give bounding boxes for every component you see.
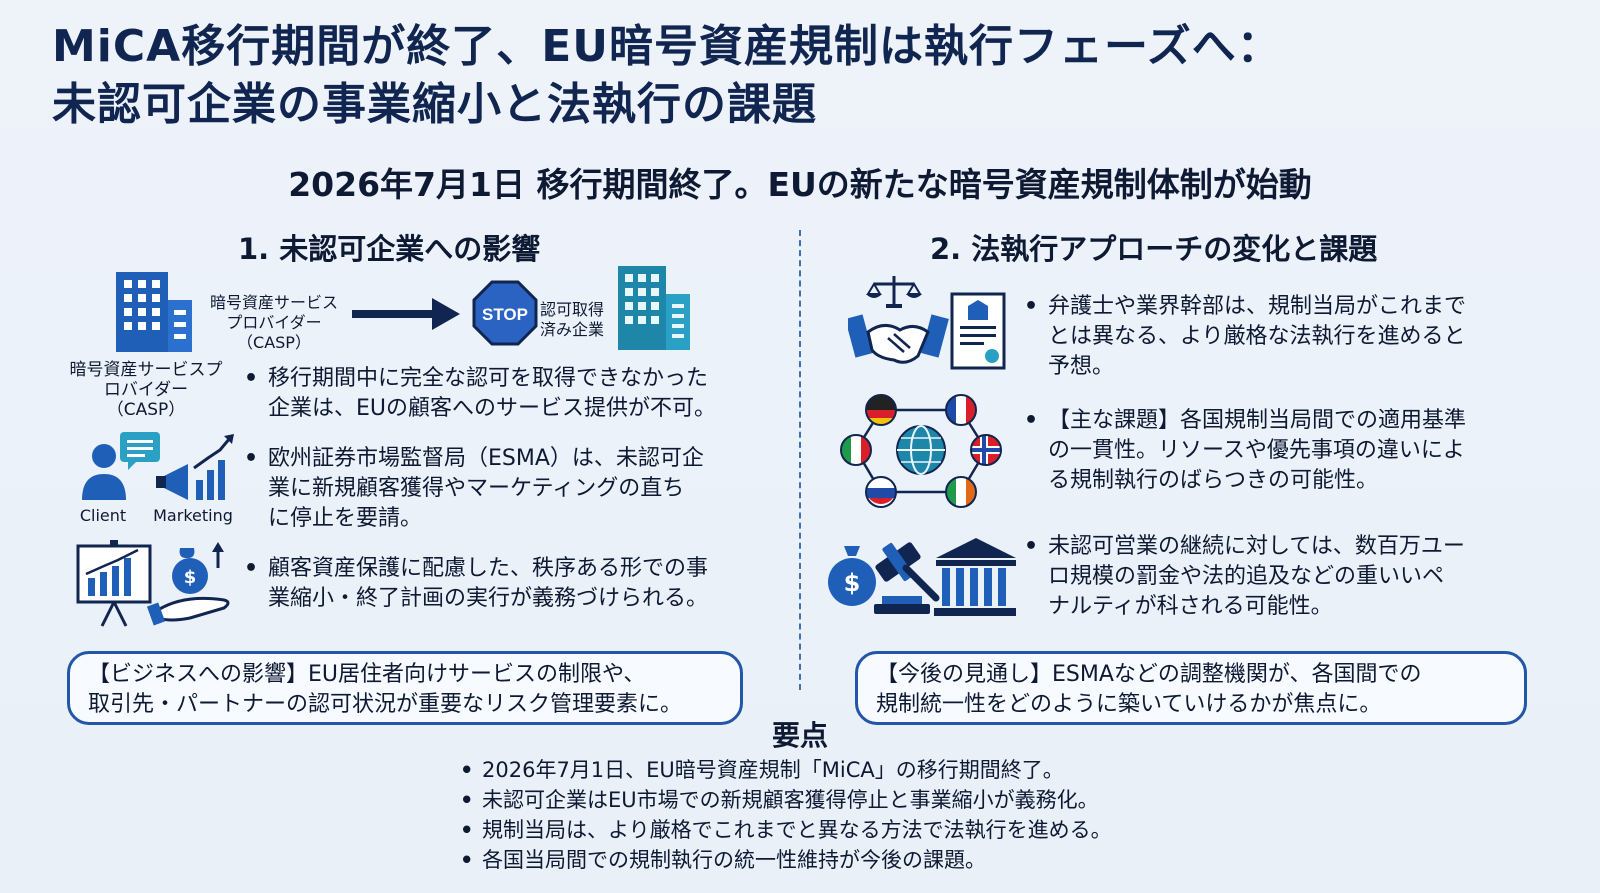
title-line-1: MiCA移行期間が終了、EU暗号資産規制は執行フェーズへ：	[52, 21, 1282, 72]
stop-text: STOP	[482, 305, 528, 324]
casp-flow-label: 暗号資産サービス プロバイダー （CASP）	[209, 293, 338, 352]
business-impact-callout: 【ビジネスへの影響】EU居住者向けサービスの制限や、 取引先・パートナーの認可状…	[67, 651, 743, 725]
licensed-building-icon	[618, 266, 690, 350]
page-title: MiCA移行期間が終了、EU暗号資産規制は執行フェーズへ： 未認可企業の事業縮小…	[52, 18, 1452, 134]
section-1-heading: 1. 未認可企業への影響	[238, 232, 541, 266]
title-line-2: 未認可企業の事業縮小と法執行の課題	[52, 79, 817, 130]
section-2-bullet-2: 【主な課題】各国規制当局間での適用基準 の一貫性。リソースや優先事項の違いによ …	[1024, 406, 1466, 496]
flag-france-icon	[945, 394, 977, 426]
arrow-right-icon	[352, 298, 460, 330]
marketing-label: Marketing	[153, 506, 233, 525]
building-icon	[116, 272, 192, 352]
courthouse-icon	[934, 538, 1016, 616]
svg-text:$: $	[844, 569, 861, 597]
section-2-bullet-1: 弁護士や業界幹部は、規制当局がこれまで とは異なる、より厳格な法執行を進めると …	[1024, 292, 1466, 382]
scales-icon	[866, 276, 922, 308]
money-hand-icon: $	[146, 542, 230, 626]
gavel-icon	[874, 542, 940, 614]
law-handshake-icons	[848, 276, 1006, 370]
plan-icons: $	[76, 540, 230, 627]
growth-chart-icon	[193, 434, 234, 500]
flag-russia-icon	[865, 476, 897, 508]
key-point-item: 各国当局間での規制執行の統一性維持が今後の課題。	[460, 845, 1112, 875]
key-point-item: 未認可企業はEU市場での新規顧客獲得停止と事業縮小が義務化。	[460, 785, 1112, 815]
flag-norway-icon	[970, 434, 1002, 466]
section-2-heading: 2. 法執行アプローチの変化と課題	[930, 232, 1378, 266]
section-1-bullet-3: 顧客資産保護に配慮した、秩序ある形での事 業縮小・終了計画の実行が義務づけられる…	[244, 554, 708, 614]
licensed-label: 認可取得 済み企業	[540, 300, 605, 339]
enforcement-icons: $	[828, 538, 1016, 616]
chat-bubble-icon	[120, 432, 160, 470]
key-point-item: 規制当局は、より厳格でこれまでと異なる方法で法執行を進める。	[460, 815, 1112, 845]
globe-icon	[896, 425, 946, 475]
stop-sign-icon: STOP	[472, 280, 538, 346]
section-divider	[799, 230, 801, 690]
key-point-item: 2026年7月1日、EU暗号資産規制「MiCA」の移行期間終了。	[460, 755, 1112, 785]
client-label: Client	[79, 506, 127, 525]
flag-germany-icon	[865, 394, 897, 426]
presentation-chart-icon	[76, 540, 152, 627]
client-icon	[82, 444, 126, 500]
handshake-icon	[848, 314, 949, 364]
key-points-list: 2026年7月1日、EU暗号資産規制「MiCA」の移行期間終了。 未認可企業はE…	[460, 755, 1112, 875]
client-marketing-icons	[82, 432, 234, 500]
svg-text:$: $	[184, 567, 197, 588]
casp-label: 暗号資産サービスプ ロバイダー （CASP）	[69, 360, 223, 420]
certificate-icon	[950, 292, 1006, 370]
flag-network-icon	[840, 394, 1002, 508]
flag-italy-icon	[840, 434, 872, 466]
flag-italy-2-icon	[945, 476, 977, 508]
money-bag-icon: $	[828, 546, 876, 606]
section-1-bullet-1: 移行期間中に完全な認可を取得できなかった 企業は、EUの顧客へのサービス提供が不…	[244, 364, 716, 424]
section-2-bullet-3: 未認可営業の継続に対しては、数百万ユー ロ規模の罰金や法的追及などの重いいペ ナ…	[1024, 532, 1465, 622]
outlook-callout: 【今後の見通し】ESMAなどの調整機関が、各国間での 規制統一性をどのように築い…	[855, 651, 1527, 725]
page-subtitle: 2026年7月1日 移行期間終了。EUの新たな暗号資産規制体制が始動	[288, 165, 1312, 204]
megaphone-icon	[156, 464, 188, 500]
section-1-bullet-2: 欧州証券市場監督局（ESMA）は、未認可企 業に新規顧客獲得やマーケティングの直…	[244, 444, 704, 534]
key-points-heading: 要点	[771, 719, 828, 752]
